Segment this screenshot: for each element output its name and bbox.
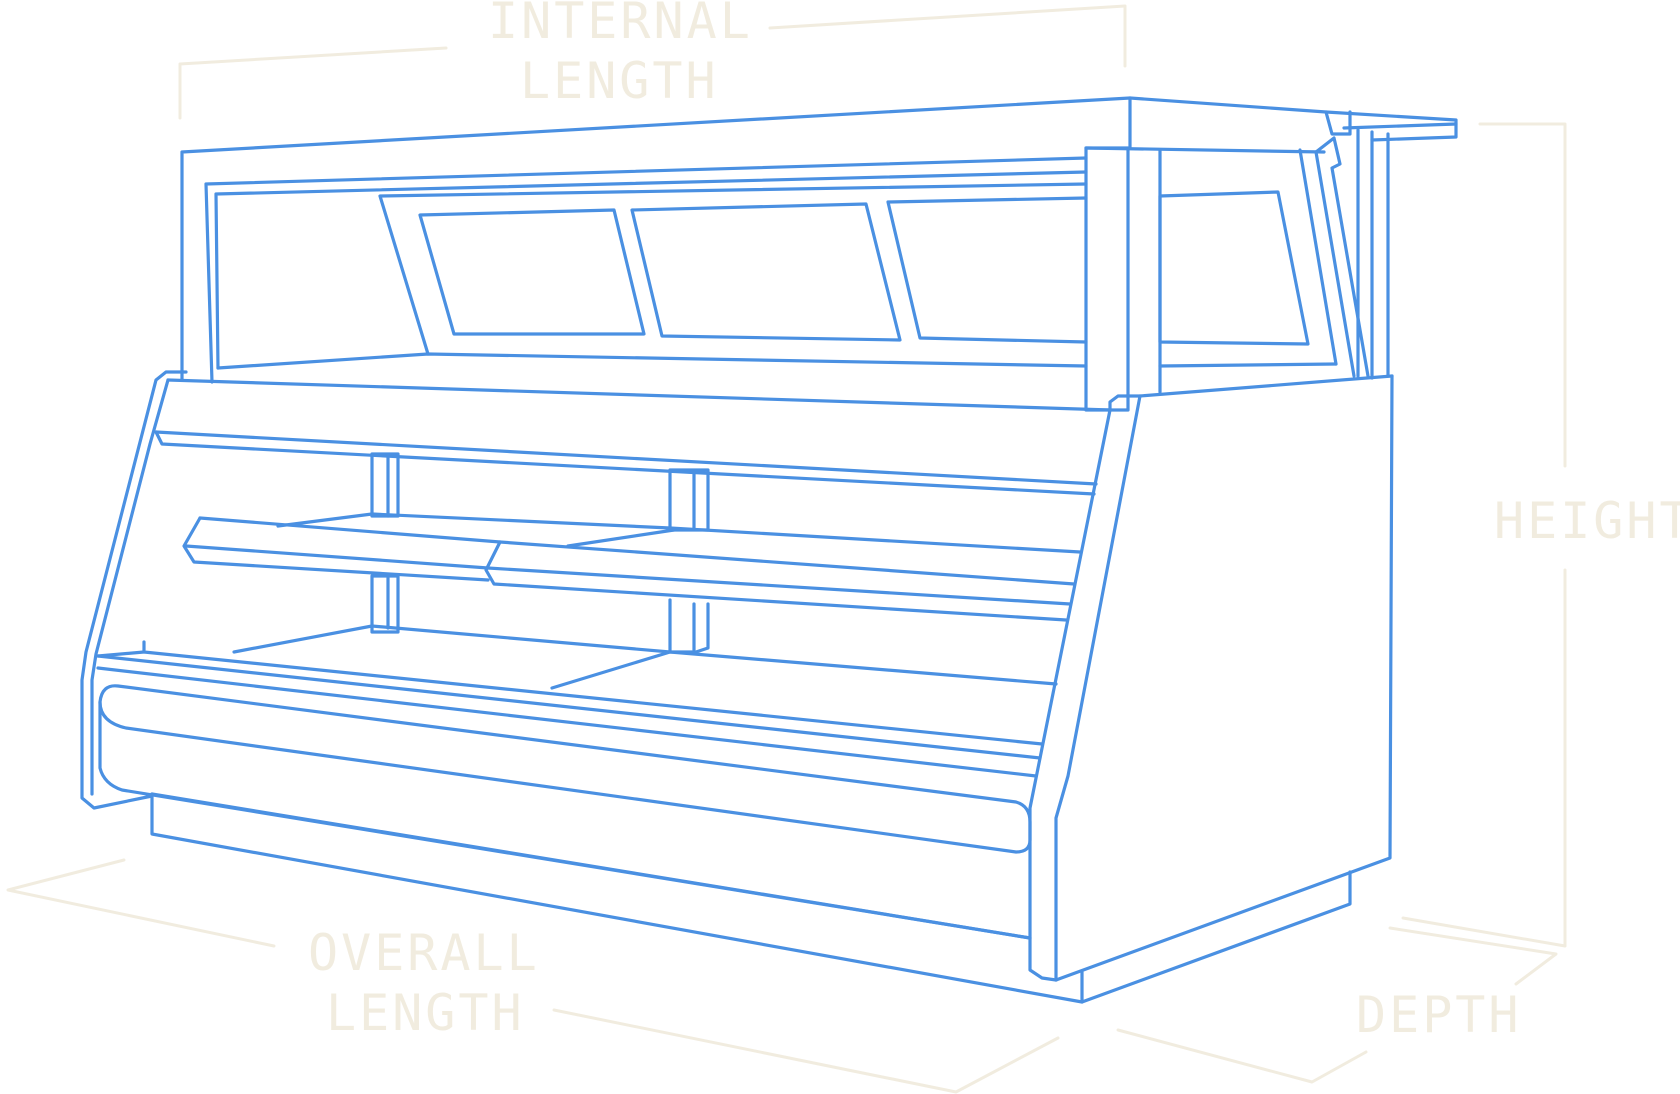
upper-shelf-top-left (198, 516, 502, 544)
lower-deck-divider (550, 650, 672, 690)
overall-length-label-line1: OVERALL (308, 924, 540, 982)
upper-rail (154, 430, 1098, 496)
internal-length-label-line1: INTERNAL (488, 0, 753, 50)
front-panel (98, 700, 1032, 940)
height-dimension: HEIGHT (1401, 122, 1680, 948)
case-body (80, 370, 1394, 1004)
canopy-window-frame (378, 182, 1088, 356)
upper-rail-bottom (154, 430, 1096, 496)
canopy-window-4 (1158, 190, 1310, 346)
body-top-rail (166, 378, 1112, 412)
front-bumper (98, 684, 1032, 854)
right-frame-outer (1054, 394, 1142, 982)
height-bracket-bottom (1401, 568, 1567, 948)
overall-length-bracket-right (552, 1008, 1060, 1094)
upper-rail-top (154, 430, 1098, 486)
canopy-frame-inner (214, 170, 1088, 370)
canopy-frame-outer (204, 156, 1088, 384)
depth-bracket-bottom (1116, 1028, 1368, 1084)
canopy-hinge-top (1324, 110, 1352, 136)
right-side-panel (1054, 374, 1394, 982)
support-right-lower (668, 598, 710, 654)
canopy-rail-back (1342, 122, 1458, 130)
body-top-rail-right (1138, 374, 1394, 398)
base-front (150, 792, 1084, 1004)
support-right-upper (668, 468, 710, 532)
upper-shelf-mid-right (486, 566, 1072, 606)
display-case (80, 96, 1458, 1004)
height-bracket-top (1478, 122, 1567, 468)
upper-shelf-top-right (498, 540, 1076, 586)
lower-deck-rail-1 (96, 654, 1042, 760)
depth-bracket-top (1388, 926, 1558, 986)
lower-deck-front (142, 640, 1044, 746)
canopy-post-left (1084, 146, 1130, 412)
lower-deck-back (232, 624, 1058, 686)
canopy-side-bottom (1158, 362, 1338, 368)
upper-shelf (182, 512, 1082, 622)
lower-deck-rail-2 (96, 666, 1038, 778)
upper-shelf-front-left (182, 516, 490, 582)
internal-length-dimension: INTERNAL LENGTH (178, 0, 1127, 120)
canopy-window-3 (886, 196, 1088, 344)
canopy-side-glass-a (1298, 148, 1338, 366)
upper-shelf-mid-left (184, 544, 490, 570)
canopy-window-1 (418, 208, 646, 336)
depth-dimension: DEPTH (1116, 926, 1558, 1084)
base-right (1080, 870, 1352, 1004)
upper-shelf-front-right (484, 540, 1068, 622)
depth-label: DEPTH (1356, 986, 1522, 1044)
overall-length-dimension: OVERALL LENGTH (6, 858, 1060, 1094)
left-frame-inner (90, 378, 170, 796)
canopy-side-glass-b (1314, 150, 1356, 378)
support-left-lower (370, 574, 400, 634)
overall-length-bracket-left (6, 858, 276, 948)
lower-deck (96, 624, 1058, 778)
canopy-hinge (1314, 136, 1370, 378)
upper-shelf-back (276, 512, 1082, 554)
canopy-window-2 (630, 202, 902, 342)
right-frame-inner (1028, 408, 1112, 982)
internal-length-bracket-left (178, 46, 448, 120)
overall-length-label-line2: LENGTH (326, 984, 525, 1042)
internal-length-bracket-right (768, 4, 1127, 68)
internal-length-label-line2: LENGTH (520, 52, 719, 110)
left-frame-outer (80, 370, 188, 810)
height-label: HEIGHT (1494, 492, 1680, 550)
support-left-upper (370, 452, 400, 518)
glass-canopy (180, 96, 1458, 412)
upper-shelf-divider (566, 528, 676, 548)
canopy-inner-panel (216, 352, 1088, 370)
